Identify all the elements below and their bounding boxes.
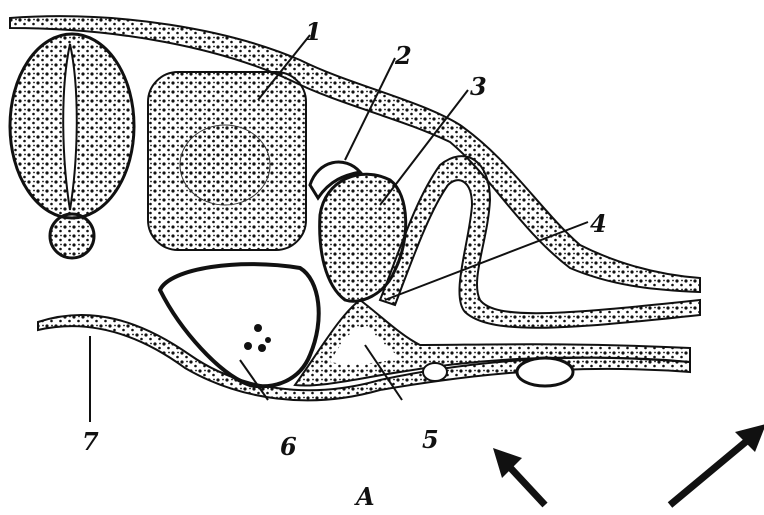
structure-1 xyxy=(148,72,306,250)
label-5: 5 xyxy=(422,425,439,454)
label-1: 1 xyxy=(305,17,322,46)
lumen-oval xyxy=(517,358,573,386)
lumen-small xyxy=(423,363,447,381)
label-7: 7 xyxy=(82,427,99,456)
label-3: 3 xyxy=(470,72,487,101)
neural-tube xyxy=(10,34,134,218)
label-2: 2 xyxy=(394,41,412,70)
label-6: 6 xyxy=(280,432,297,461)
label-4: 4 xyxy=(590,209,607,238)
panel-letter: A xyxy=(354,482,375,511)
arrow-up-left-icon xyxy=(493,448,545,505)
notochord xyxy=(50,214,94,258)
arrow-up-right-icon xyxy=(670,424,764,505)
